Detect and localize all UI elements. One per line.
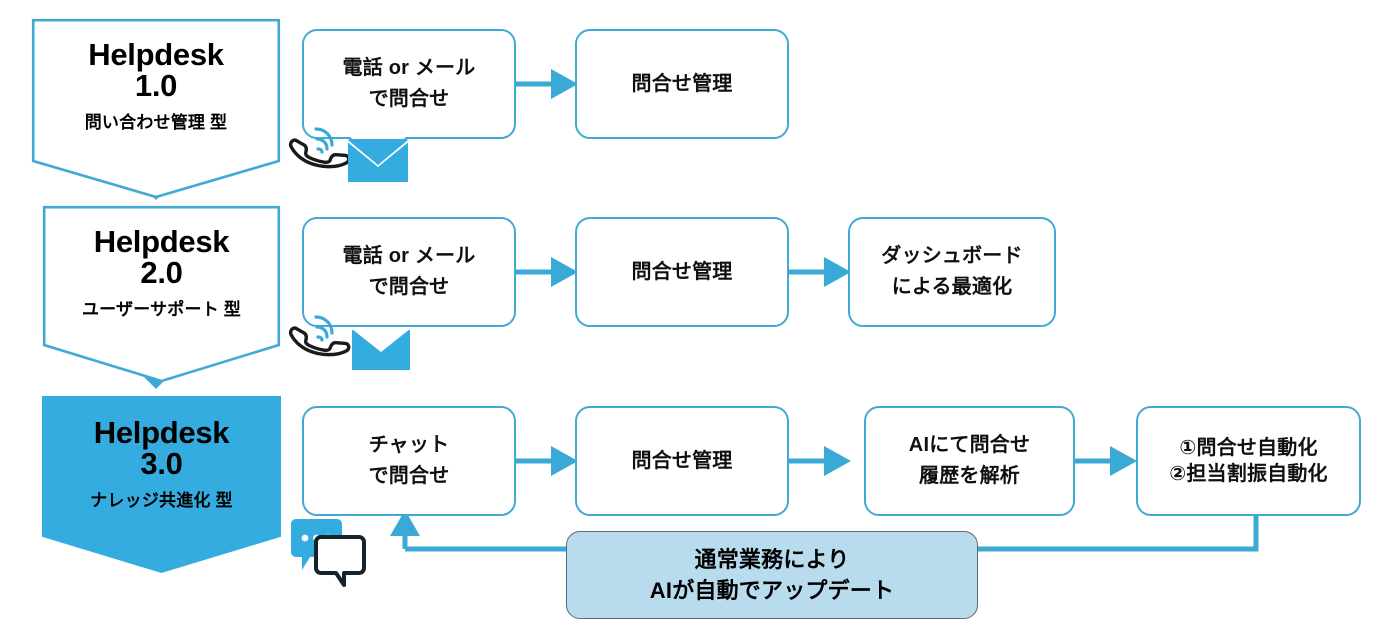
step-label-r2-s3: ダッシュボード による最適化 [881, 245, 1023, 298]
pennant-shape-3 [42, 396, 281, 574]
step-label-r3-s3: AIにて問合せ 履歴を解析 [908, 434, 1031, 487]
chat-bubbles-icon [288, 516, 370, 588]
envelope-icon [348, 137, 408, 182]
envelope-icon-2 [352, 328, 410, 370]
step-label-r3-s2: 問合せ管理 [631, 449, 733, 472]
phone-icon-2 [285, 310, 351, 372]
step-label-r3-s4: ①問合せ自動化 ②担当割振自動化 [1169, 436, 1328, 485]
pennant-shape-1 [31, 18, 281, 199]
step-box-r3-s4[interactable]: ①問合せ自動化 ②担当割振自動化 [1136, 406, 1361, 516]
step-box-r1-s2[interactable]: 問合せ管理 [575, 29, 789, 139]
step-label-r2-s2: 問合せ管理 [631, 260, 733, 283]
step-box-r2-s1[interactable]: 電話 or メール で問合せ [302, 217, 516, 327]
step-box-r3-s3[interactable]: AIにて問合せ 履歴を解析 [864, 406, 1075, 516]
generation-badge-3[interactable]: Helpdesk 3.0 ナレッジ共進化 型 [42, 396, 281, 578]
step-label-r2-s1: 電話 or メール で問合せ [342, 245, 476, 298]
pennant-shape-2 [42, 205, 281, 383]
feedback-banner-label: 通常業務により AIが自動でアップデート [649, 546, 895, 603]
generation-badge-1[interactable]: Helpdesk 1.0 問い合わせ管理 型 [31, 18, 281, 200]
step-box-r3-s1[interactable]: チャット で問合せ [302, 406, 516, 516]
step-box-r2-s3[interactable]: ダッシュボード による最適化 [848, 217, 1056, 327]
step-label-r1-s1: 電話 or メール で問合せ [342, 57, 476, 110]
step-label-r3-s1: チャット で問合せ [368, 434, 450, 487]
feedback-banner[interactable]: 通常業務により AIが自動でアップデート [566, 531, 978, 619]
step-box-r2-s2[interactable]: 問合せ管理 [575, 217, 789, 327]
step-label-r1-s2: 問合せ管理 [631, 72, 733, 95]
step-box-r3-s2[interactable]: 問合せ管理 [575, 406, 789, 516]
step-box-r1-s1[interactable]: 電話 or メール で問合せ [302, 29, 516, 139]
generation-badge-2[interactable]: Helpdesk 2.0 ユーザーサポート 型 [42, 205, 281, 387]
phone-icon [285, 122, 351, 184]
